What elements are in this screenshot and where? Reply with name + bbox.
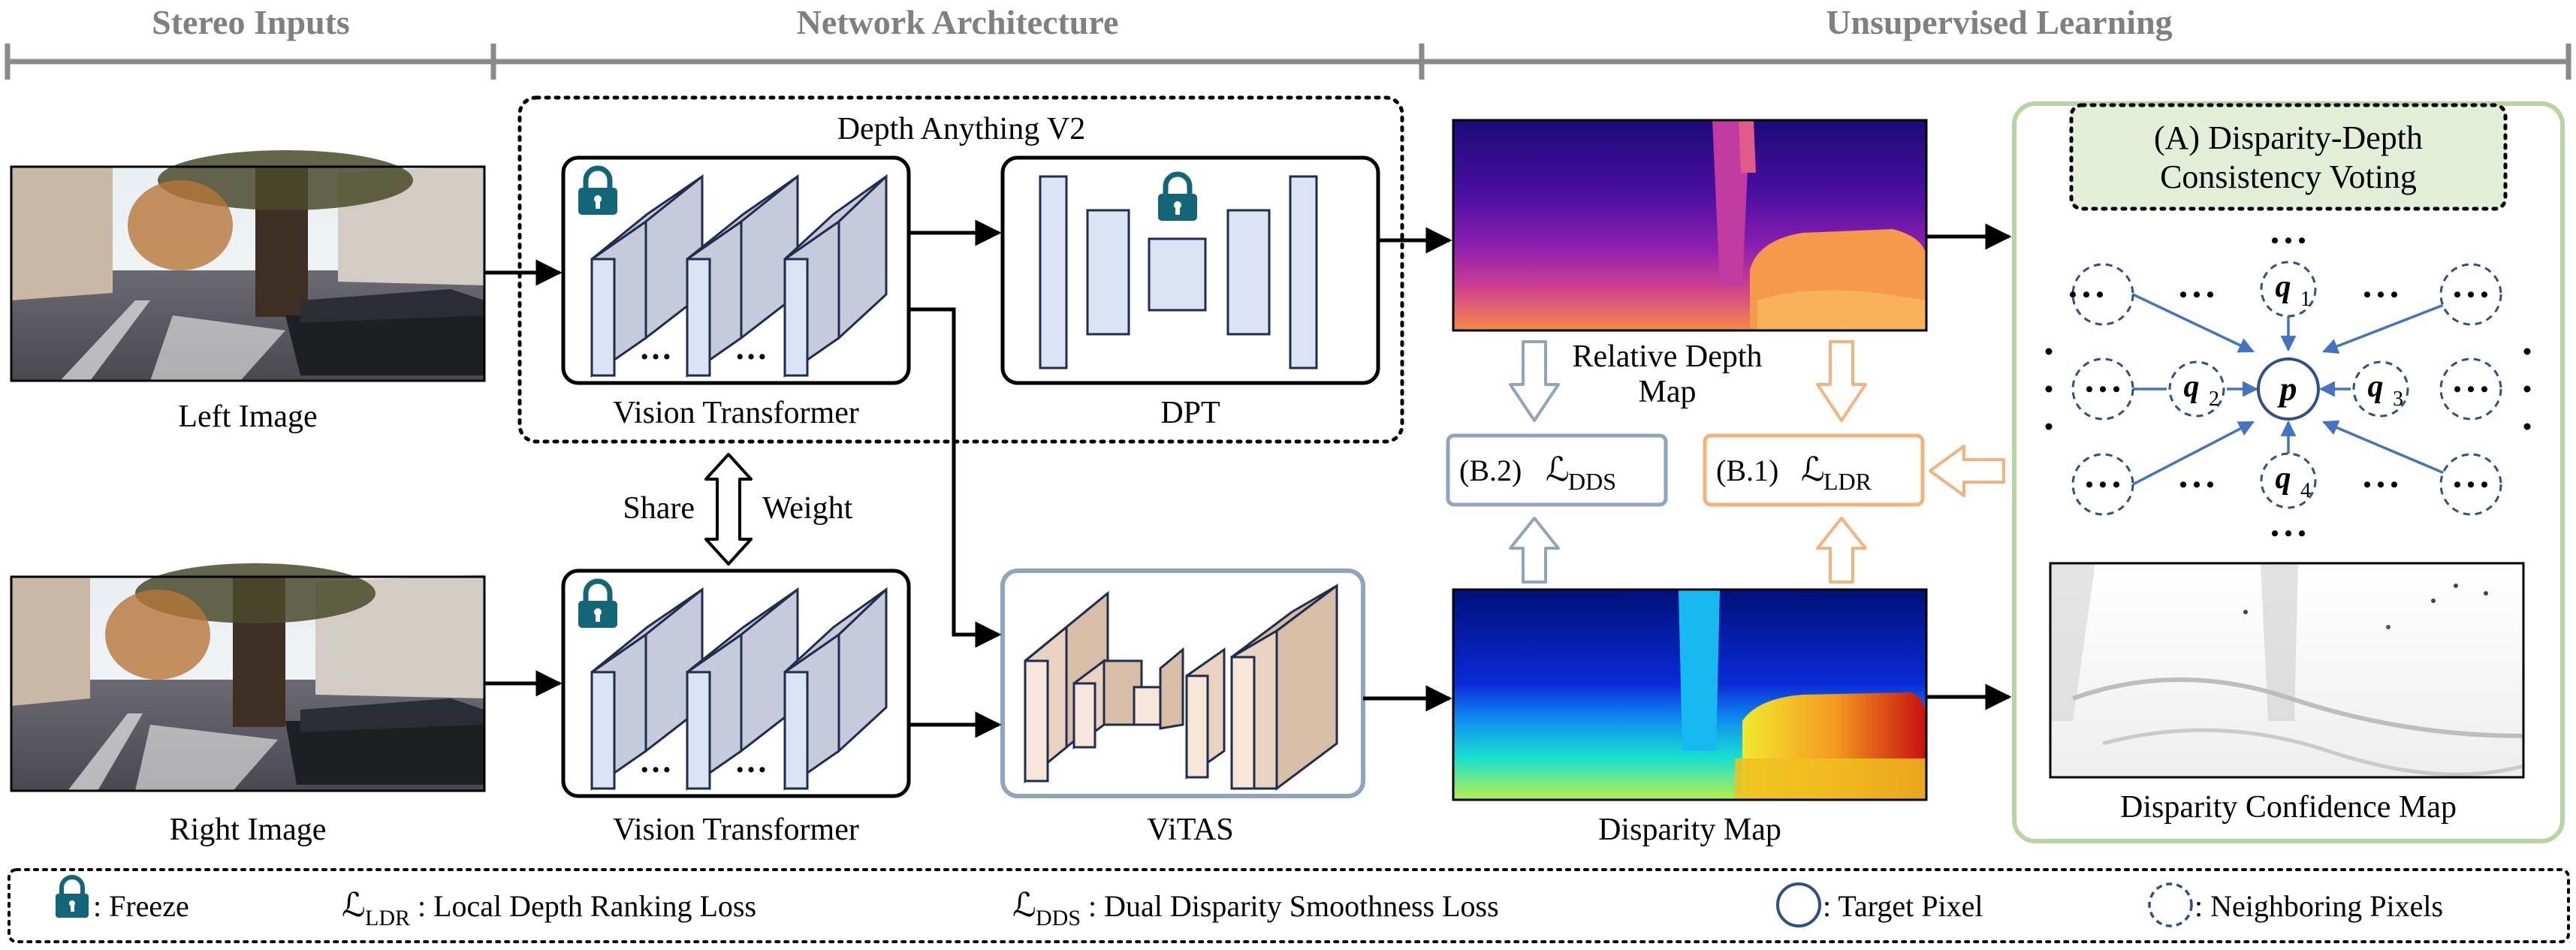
legend-dds-sub: DDS <box>1036 906 1081 930</box>
q4-sub: 4 <box>2300 479 2311 502</box>
vision-transformer-top: … … <box>561 155 911 385</box>
relative-depth-map <box>1452 119 1928 332</box>
section-title-unsupervised-learning: Unsupervised Learning <box>1826 3 2172 41</box>
disparity-map-caption: Disparity Map <box>1598 813 1781 847</box>
lock-icon <box>578 578 617 628</box>
vit-top-caption: Vision Transformer <box>613 396 859 430</box>
loss-b1-subscript: LDR <box>1823 468 1872 495</box>
lock-icon <box>578 165 617 215</box>
flow-arrows <box>484 219 2012 738</box>
legend-freeze: : Freeze <box>93 889 189 923</box>
vitas-caption: ViTAS <box>1147 813 1233 847</box>
neighbor-pixel-q1 <box>2260 261 2317 318</box>
q4-letter: q <box>2276 461 2291 496</box>
relative-depth-caption-line1: Relative Depth <box>1572 339 1762 374</box>
confidence-map-caption: Disparity Confidence Map <box>2120 790 2457 825</box>
dpt-caption: DPT <box>1160 396 1220 430</box>
legend-neighboring-pixels: : Neighboring Pixels <box>2194 889 2443 923</box>
target-pixel <box>2257 357 2320 421</box>
q2-sub: 2 <box>2209 388 2219 411</box>
legend-box <box>8 868 2570 943</box>
vitas-module <box>1000 568 1365 798</box>
vit-block <box>783 587 888 791</box>
ellipsis-dots: • • • <box>2454 282 2489 307</box>
disparity-map <box>1452 588 1928 801</box>
ellipsis-dots: • • • <box>2271 521 2306 546</box>
loss-b1-prefix: (B.1) <box>1716 454 1778 487</box>
dpt-module <box>1000 155 1380 385</box>
ellipsis-dots: • • • <box>2454 472 2489 497</box>
q3-sub: 3 <box>2393 388 2403 411</box>
hollow-arrows-loss <box>1509 340 2005 584</box>
neighbor-pixel <box>2071 263 2134 326</box>
voting-title-line1: (A) Disparity-Depth <box>2154 119 2423 156</box>
vit-ellipsis: … <box>734 330 768 366</box>
neighbor-pixel-q2 <box>2168 360 2225 418</box>
vit-block <box>686 587 799 791</box>
target-pixel-label: p <box>2277 369 2297 408</box>
ellipsis-dots: • • • <box>2086 377 2121 402</box>
share-label: Share <box>623 491 695 526</box>
loss-b2-prefix: (B.2) <box>1459 454 1522 487</box>
neighbor-pixel <box>2439 453 2502 516</box>
loss-b1-script-l: ℒ <box>1801 451 1825 488</box>
section-header-bar <box>5 44 2571 80</box>
section-title-stereo-inputs: Stereo Inputs <box>152 3 350 41</box>
vision-transformer-bottom: … … <box>561 568 911 798</box>
loss-b2-box: (B.2) ℒ DDS <box>1446 433 1668 507</box>
left-image <box>10 150 486 382</box>
ellipsis-dots: • • • <box>2271 228 2306 253</box>
neighbor-pixel <box>2439 357 2502 421</box>
lock-icon <box>1158 171 1197 221</box>
right-image-caption: Right Image <box>170 813 327 847</box>
legend-dds-desc: : Dual Disparity Smoothness Loss <box>1088 889 1499 923</box>
ellipsis-dots: • • • <box>2363 282 2399 307</box>
q2-letter: q <box>2184 369 2200 404</box>
relative-depth-caption-line2: Map <box>1639 375 1697 409</box>
voting-title-box: (A) Disparity-Depth Consistency Voting <box>2069 103 2508 211</box>
legend-target-pixel-icon <box>1776 882 1821 927</box>
right-image <box>10 563 486 792</box>
neighbor-pixel-q4 <box>2260 452 2317 509</box>
legend-ldr-script-l: ℒ <box>342 887 366 924</box>
voting-graph: p q 1 q 2 q 3 q 4 • • • • • • • • • • • … <box>2045 228 2531 546</box>
vit-ellipsis: … <box>639 743 672 780</box>
q1-letter: q <box>2276 270 2291 304</box>
vit-block <box>783 173 888 378</box>
neighbor-pixel-q3 <box>2352 360 2409 418</box>
legend-ldr-sub: LDR <box>365 906 410 930</box>
ellipsis-dots: • • • <box>2454 377 2489 402</box>
vit-ellipsis: … <box>734 743 768 780</box>
depth-anything-group <box>517 95 1404 444</box>
share-weight-arrow <box>704 453 753 565</box>
ellipsis-dots: • • • <box>2179 472 2215 497</box>
neighbor-pixel <box>2071 357 2134 421</box>
neighbor-pixel <box>2439 263 2502 326</box>
ellipsis-dots: • • • <box>2363 472 2399 497</box>
disparity-confidence-map <box>2049 562 2525 779</box>
section-title-network-architecture: Network Architecture <box>797 3 1119 41</box>
legend-dds-script-l: ℒ <box>1012 887 1036 924</box>
lock-icon <box>56 875 89 918</box>
q1-sub: 1 <box>2300 288 2311 311</box>
loss-b1-box: (B.1) ℒ LDR <box>1703 433 1925 507</box>
ellipsis-dots: • • • <box>2069 282 2104 307</box>
voting-title-line2: Consistency Voting <box>2160 158 2417 195</box>
loss-b2-subscript: DDS <box>1568 468 1616 495</box>
weight-label: Weight <box>762 491 853 526</box>
vit-ellipsis: … <box>639 330 672 366</box>
left-image-caption: Left Image <box>178 400 317 434</box>
vit-bottom-caption: Vision Transformer <box>613 813 859 847</box>
q3-letter: q <box>2368 369 2384 404</box>
loss-b2-script-l: ℒ <box>1546 451 1570 488</box>
ellipsis-dots: • • • <box>2086 472 2121 497</box>
ellipsis-dots: • • • <box>2179 282 2215 307</box>
depth-anything-title: Depth Anything V2 <box>837 112 1086 146</box>
legend-neighbor-pixel-icon <box>2148 882 2193 927</box>
legend-target-pixel: : Target Pixel <box>1823 889 1983 923</box>
legend-ldr-desc: : Local Depth Ranking Loss <box>418 889 756 923</box>
neighbor-pixel <box>2071 453 2134 516</box>
